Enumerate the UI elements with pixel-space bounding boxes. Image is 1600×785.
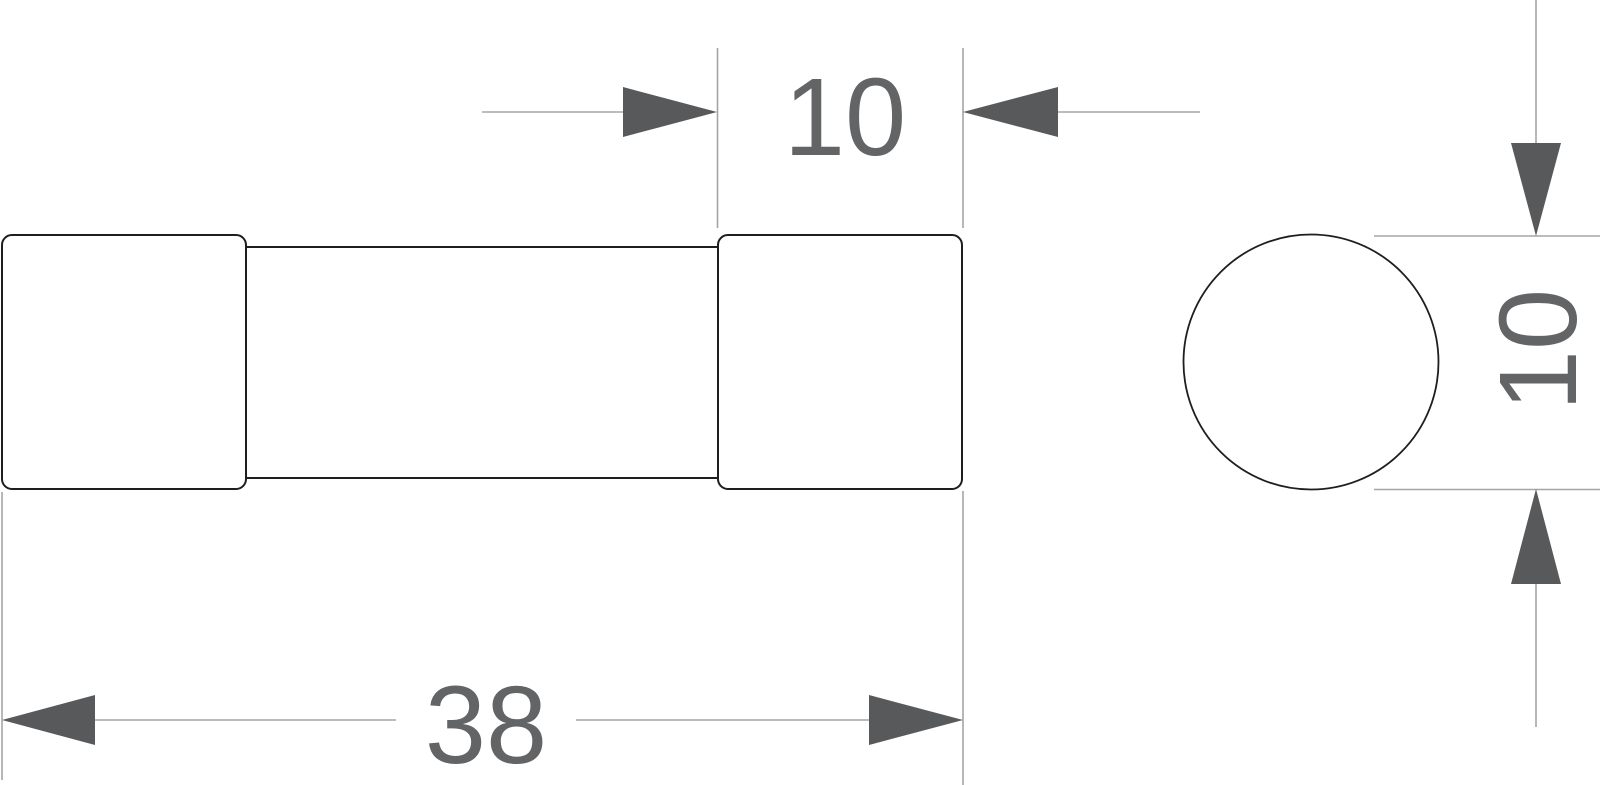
end-view-circle	[1182, 233, 1440, 491]
arrowhead-down-icon	[1511, 143, 1561, 236]
dim-label-cap-width: 10	[784, 56, 906, 179]
dim-label-diameter: 10	[1477, 289, 1600, 411]
arrowhead-right-icon	[623, 87, 717, 137]
right-end-cap	[717, 234, 963, 490]
dimension-cap-width: 10	[482, 48, 1200, 228]
arrowhead-right-icon	[869, 695, 963, 745]
dimension-diameter: 10	[1374, 0, 1600, 727]
fuse-end-view	[1182, 233, 1440, 491]
fuse-body-tube	[244, 246, 720, 479]
arrowhead-up-icon	[1511, 489, 1561, 584]
arrowhead-left-icon	[963, 87, 1058, 137]
left-end-cap	[1, 234, 247, 490]
fuse-side-view	[1, 234, 963, 490]
dim-label-overall-length: 38	[425, 664, 547, 785]
arrowhead-left-icon	[2, 695, 95, 745]
dimension-overall-length: 38	[1, 491, 964, 785]
